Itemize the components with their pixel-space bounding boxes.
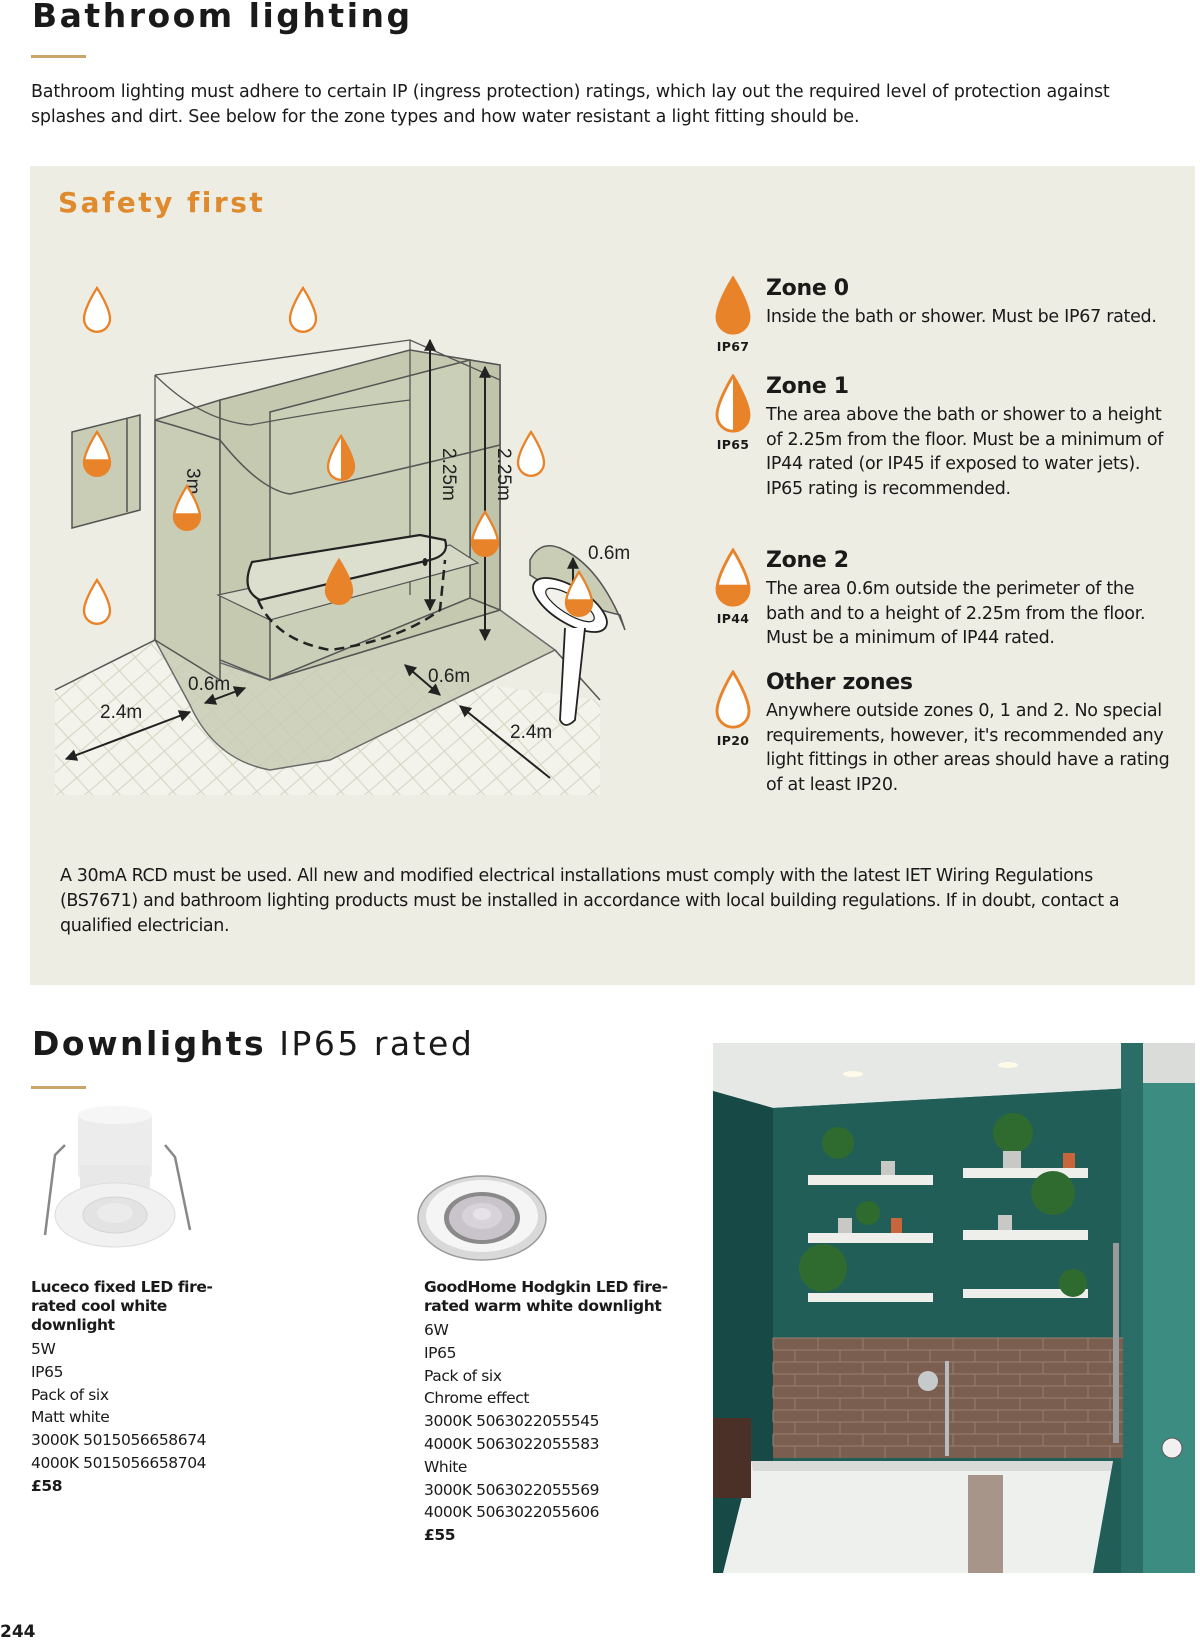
zone-drop-marker bbox=[564, 569, 594, 617]
zone-drop-marker bbox=[470, 509, 500, 557]
downlights-underline bbox=[31, 1086, 86, 1089]
label-perimeter-right: 0.6m bbox=[428, 666, 470, 687]
downlights-title-bold: Downlights bbox=[32, 1024, 267, 1063]
product-image-luceco bbox=[43, 1106, 192, 1248]
product-spec: IP65 bbox=[424, 1343, 457, 1362]
product-spec: Chrome effect bbox=[424, 1389, 530, 1408]
zone-drop-marker bbox=[82, 429, 112, 477]
room-outline bbox=[154, 339, 501, 640]
zone-drop-marker bbox=[172, 483, 202, 531]
label-2-25m-a: 2.25m bbox=[438, 448, 459, 501]
product-spec: 4000K 5063022055606 bbox=[424, 1503, 600, 1522]
product-spec: Pack of six bbox=[31, 1385, 109, 1404]
product-spec: 6W bbox=[424, 1321, 449, 1339]
product-spec: 3000K 5015056658674 bbox=[31, 1431, 207, 1450]
diagram-drops bbox=[82, 285, 594, 625]
product-name[interactable]: GoodHome Hodgkin LED fire-rated warm whi… bbox=[424, 1278, 668, 1315]
zone-description: Inside the bath or shower. Must be IP67 … bbox=[766, 307, 1157, 327]
label-2-25m-b: 2.25m bbox=[493, 448, 514, 501]
label-perimeter-left: 0.6m bbox=[188, 674, 230, 695]
zone-ip-badge: IP65 bbox=[716, 437, 750, 452]
product-spec: Matt white bbox=[31, 1408, 110, 1427]
zone-title: Zone 2 bbox=[766, 548, 849, 573]
zone-title: Zone 1 bbox=[766, 374, 849, 399]
product-image-goodhome bbox=[417, 1175, 547, 1261]
downlights-title-rest: IP65 rated bbox=[279, 1024, 475, 1063]
bathroom-zones-diagram: 3m 2.25m 2.25m 0.6m 0.6m 0.6m 2.4m 2.4m bbox=[54, 285, 630, 795]
product-card: GoodHome Hodgkin LED fire-rated warm whi… bbox=[424, 1278, 684, 1547]
product-name[interactable]: Luceco fixed LED fire-rated cool white d… bbox=[31, 1278, 213, 1334]
zone-ip-badge: IP44 bbox=[716, 611, 750, 626]
drop-icon-full bbox=[715, 276, 751, 335]
product-spec: 4000K 5063022055583 bbox=[424, 1434, 600, 1453]
zone-description: Anywhere outside zones 0, 1 and 2. No sp… bbox=[766, 701, 1170, 795]
drop-icon-outline bbox=[715, 670, 751, 729]
intro-paragraph: Bathroom lighting must adhere to certain… bbox=[31, 82, 1110, 127]
zone-drop-marker bbox=[288, 285, 318, 333]
zone-drop-marker bbox=[516, 429, 546, 477]
zone-drop-marker bbox=[82, 577, 112, 625]
safety-title: Safety first bbox=[58, 186, 266, 219]
downlights-title: Downlights IP65 rated bbox=[32, 1024, 474, 1063]
product-spec: 3000K 5063022055545 bbox=[424, 1412, 600, 1431]
product-spec: 4000K 5015056658704 bbox=[31, 1453, 207, 1472]
title-underline bbox=[31, 55, 86, 58]
zone-description: The area 0.6m outside the perimeter of t… bbox=[766, 579, 1146, 648]
product-spec: Pack of six bbox=[424, 1366, 502, 1385]
zone2-floor bbox=[153, 609, 557, 771]
product-spec: IP65 bbox=[31, 1362, 64, 1381]
zone-title: Other zones bbox=[766, 670, 913, 695]
bathroom-photo bbox=[713, 1043, 1195, 1573]
zone-ip-badge: IP67 bbox=[716, 339, 750, 354]
label-floor-left: 2.4m bbox=[100, 702, 142, 723]
zone-drop-marker bbox=[82, 285, 112, 333]
rcd-notice: A 30mA RCD must be used. All new and mod… bbox=[60, 866, 1120, 936]
zone-drop-marker bbox=[324, 557, 354, 605]
page-title: Bathroom lighting bbox=[32, 0, 413, 35]
product-card: Luceco fixed LED fire-rated cool white d… bbox=[31, 1278, 251, 1498]
label-floor-right: 2.4m bbox=[510, 722, 552, 743]
product-spec: 5W bbox=[31, 1340, 56, 1358]
drop-icon-half bbox=[715, 374, 751, 433]
zone-ip-badge: IP20 bbox=[716, 733, 750, 748]
product-spec: 3000K 5063022055569 bbox=[424, 1480, 600, 1499]
drop-icon-bottom bbox=[715, 548, 751, 607]
product-price: £58 bbox=[31, 1476, 63, 1495]
product-price: £55 bbox=[424, 1526, 456, 1545]
zone-description: The area above the bath or shower to a h… bbox=[766, 405, 1164, 499]
product-spec: White bbox=[424, 1457, 468, 1476]
label-basin-0-6m: 0.6m bbox=[588, 543, 630, 564]
page-number: 244 bbox=[0, 1622, 36, 1642]
zone-title: Zone 0 bbox=[766, 276, 849, 301]
